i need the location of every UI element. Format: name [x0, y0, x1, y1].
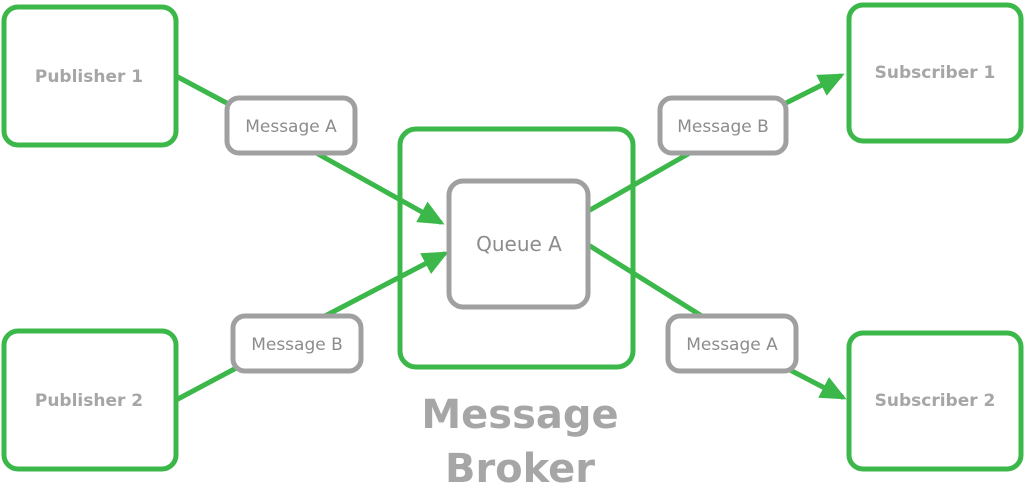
subscriber-1-label: Subscriber 1	[875, 63, 996, 83]
connector-message-to-subscriber1	[781, 73, 845, 107]
message-pill-subscriber2-label: Message A	[686, 335, 778, 355]
message-pill-publisher1: Message A	[224, 95, 358, 156]
connector-queue-to-message-bottom	[587, 243, 708, 321]
connector-publisher2-to-message	[173, 363, 243, 403]
message-pill-subscriber1-label: Message B	[677, 117, 769, 137]
message-pill-subscriber1: Message B	[657, 95, 789, 156]
message-pill-publisher1-label: Message A	[245, 117, 337, 137]
connector-message-to-queue-top	[315, 151, 445, 225]
connector-message-to-queue-bottom	[322, 251, 449, 319]
message-pill-publisher2: Message B	[230, 313, 364, 374]
publisher-1-node: Publisher 1	[1, 4, 179, 148]
publisher-2-node: Publisher 2	[1, 328, 179, 472]
publisher-1-label: Publisher 1	[35, 67, 143, 87]
broker-label-line2: Broker	[445, 446, 595, 492]
connector-message-to-subscriber2	[787, 367, 847, 400]
subscriber-1-node: Subscriber 1	[846, 2, 1024, 144]
connector-queue-to-message-top	[587, 147, 698, 213]
publisher-2-label: Publisher 2	[35, 391, 143, 411]
queue-a-label: Queue A	[476, 232, 562, 256]
connectors	[173, 73, 847, 403]
queue-a-node: Queue A	[446, 178, 591, 310]
subscriber-2-label: Subscriber 2	[875, 391, 996, 411]
subscriber-2-node: Subscriber 2	[846, 330, 1024, 472]
connector-publisher1-to-message	[173, 73, 239, 111]
message-broker-node	[397, 126, 636, 370]
message-pill-publisher2-label: Message B	[251, 335, 343, 355]
broker-label-line1: Message	[421, 392, 618, 438]
message-pill-subscriber2: Message A	[665, 313, 799, 374]
